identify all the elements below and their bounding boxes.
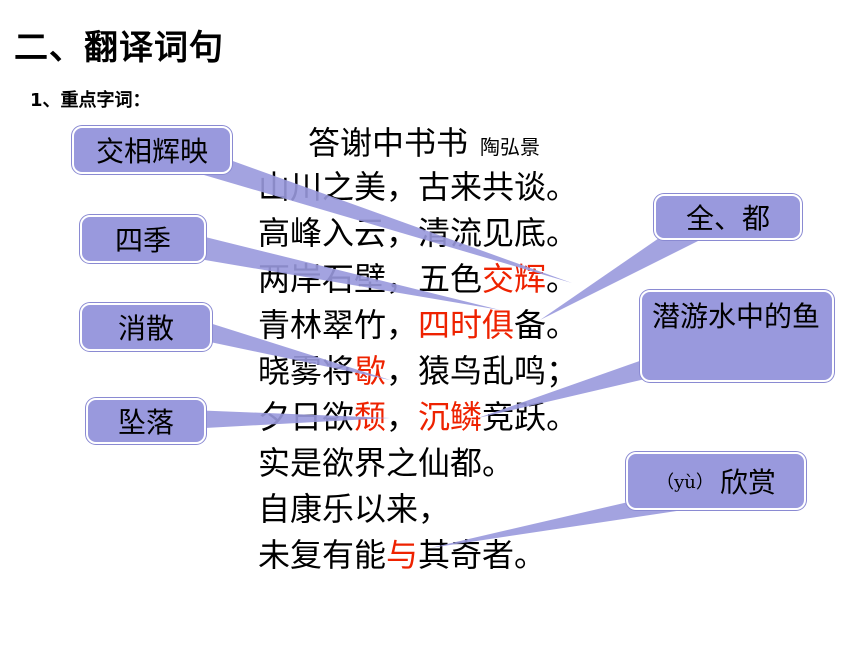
poem-line: 高峰入云，清流见底。 xyxy=(258,208,578,254)
highlighted-word: 交辉 xyxy=(482,260,547,298)
poem-line: 两岸石壁，五色交辉。 xyxy=(258,254,578,300)
poem-line: 青林翠竹，四时俱备。 xyxy=(258,300,578,346)
poem-line: 山川之美，古来共谈。 xyxy=(258,162,578,208)
poem-text: 晓雾将 xyxy=(258,352,355,390)
highlighted-word: 四时俱 xyxy=(418,306,515,344)
poem-text: 。 xyxy=(546,260,579,298)
poem-text: 自康乐以来， xyxy=(258,490,451,528)
highlighted-word: 沉鳞 xyxy=(418,398,483,436)
highlighted-word: 颓 xyxy=(354,398,387,436)
poem-text: 竞跃。 xyxy=(482,398,579,436)
poem-text: 备。 xyxy=(514,306,579,344)
poem-text: 其奇者。 xyxy=(418,536,547,574)
callout-xinshang-text: 欣赏 xyxy=(719,466,776,499)
callout-xinshang-pinyin: （yù） xyxy=(656,472,714,493)
callout-xiaosan: 消散 xyxy=(80,303,212,351)
poem-text: 未复有能 xyxy=(258,536,387,574)
poem-text: 两岸石壁，五色 xyxy=(258,260,483,298)
callout-jiaoxiang: 交相辉映 xyxy=(72,126,232,174)
poem-text: 高峰入云，清流见底。 xyxy=(258,214,579,252)
highlighted-word: 与 xyxy=(386,536,419,574)
poem-title: 答谢中书书陶弘景 xyxy=(308,118,540,164)
poem-line: 晓雾将歇，猿鸟乱鸣； xyxy=(258,346,578,392)
callout-qianyou: 潜游水中的鱼 xyxy=(640,290,834,382)
highlighted-word: 歇 xyxy=(354,352,387,390)
callout-zhuiluo: 坠落 xyxy=(86,398,206,444)
poem-text: ，猿鸟乱鸣； xyxy=(386,352,579,390)
poem-text: 山川之美，古来共谈。 xyxy=(258,168,579,206)
poem-text: 青林翠竹， xyxy=(258,306,419,344)
poem-title-text: 答谢中书书 xyxy=(308,124,469,162)
poem-line: 未复有能与其奇者。 xyxy=(258,530,546,576)
poem-text: ， xyxy=(386,398,419,436)
poem-text: 实是欲界之仙都。 xyxy=(258,444,515,482)
callout-siji: 四季 xyxy=(80,215,206,263)
poem-line: 实是欲界之仙都。 xyxy=(258,438,514,484)
callout-quandou: 全、都 xyxy=(654,194,802,240)
poem-author: 陶弘景 xyxy=(480,135,541,159)
poem-line: 自康乐以来， xyxy=(258,484,450,530)
section-subtitle: 1、重点字词： xyxy=(30,90,151,111)
poem-text: 夕日欲 xyxy=(258,398,355,436)
poem-line: 夕日欲颓，沉鳞竞跃。 xyxy=(258,392,578,438)
page-title: 二、翻译词句 xyxy=(14,28,224,68)
callout-xinshang: （yù）欣赏 xyxy=(626,452,806,510)
